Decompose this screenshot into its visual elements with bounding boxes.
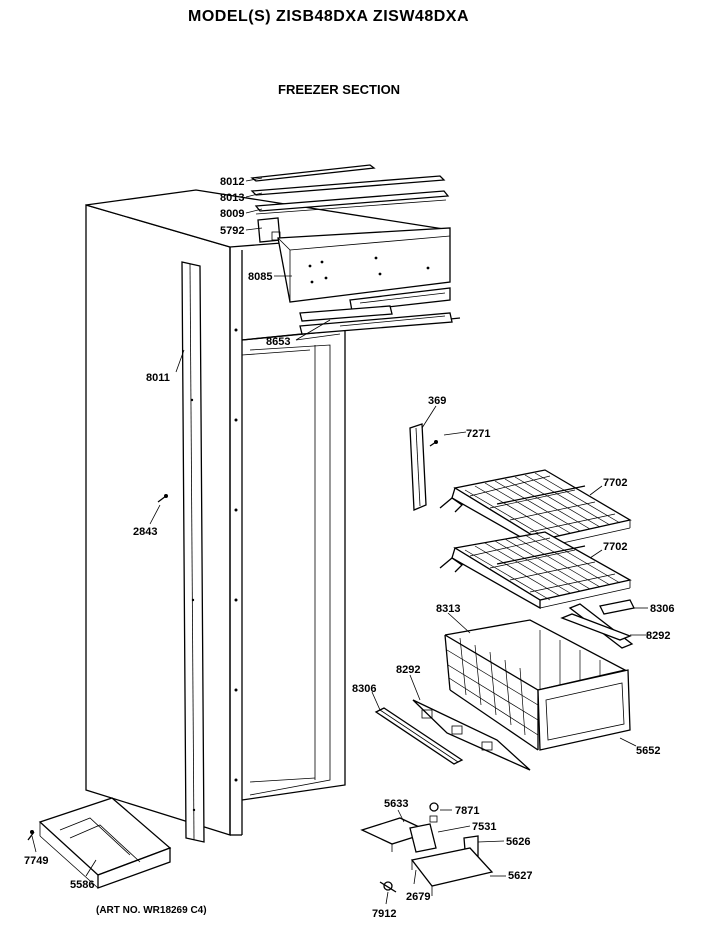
callout-7749: 7749: [24, 855, 48, 867]
shelf-support-369: [409, 423, 438, 511]
top-trim-strips: [250, 164, 450, 215]
callout-8011: 8011: [146, 372, 170, 384]
callout-8085: 8085: [248, 271, 272, 283]
callout-5792: 5792: [220, 225, 244, 237]
drawer-slide-right: [560, 599, 635, 649]
callout-7912: 7912: [372, 908, 396, 920]
callout-8013: 8013: [220, 192, 244, 204]
callout-5627: 5627: [508, 870, 532, 882]
callout-8306-left: 8306: [352, 683, 376, 695]
art-number: (ART NO. WR18269 C4): [96, 905, 207, 916]
callout-8313: 8313: [436, 603, 460, 615]
callout-2679: 2679: [406, 891, 430, 903]
callout-8292-left: 8292: [396, 664, 420, 676]
door-trim-8011: [181, 261, 205, 843]
wire-shelf-lower: [439, 531, 632, 610]
callout-5633: 5633: [384, 798, 408, 810]
screw-2843: [157, 494, 168, 503]
evaporator-cover: [277, 227, 451, 312]
fan-shroud: [27, 797, 172, 889]
callout-5586: 5586: [70, 879, 94, 891]
callout-5652: 5652: [636, 745, 660, 757]
section-title: FREEZER SECTION: [278, 82, 401, 97]
callout-369: 369: [428, 395, 446, 407]
diagram-title: MODEL(S) ZISB48DXA ZISW48DXA: [188, 8, 469, 25]
callout-7531: 7531: [472, 821, 496, 833]
vent-trim: [299, 305, 453, 335]
wire-basket: [444, 619, 631, 751]
callout-7702-upper: 7702: [603, 477, 627, 489]
callout-7871: 7871: [455, 805, 479, 817]
callout-8306-right: 8306: [650, 603, 674, 615]
callout-2843: 2843: [133, 526, 157, 538]
callout-8653: 8653: [266, 336, 290, 348]
callout-5626: 5626: [506, 836, 530, 848]
callout-7271: 7271: [466, 428, 490, 440]
bracket-5792: [257, 217, 281, 243]
leader-lines: [31, 177, 648, 905]
control-parts: [360, 802, 494, 896]
wire-shelf-upper: [439, 469, 632, 550]
callout-7702-lower: 7702: [603, 541, 627, 553]
callout-8009: 8009: [220, 208, 244, 220]
drawer-slide-left: [374, 699, 531, 771]
callout-labels: 8012 8013 8009 5792 8085 8653 8011 2843 …: [24, 176, 674, 920]
callout-8292-right: 8292: [646, 630, 670, 642]
callout-8012: 8012: [220, 176, 244, 188]
